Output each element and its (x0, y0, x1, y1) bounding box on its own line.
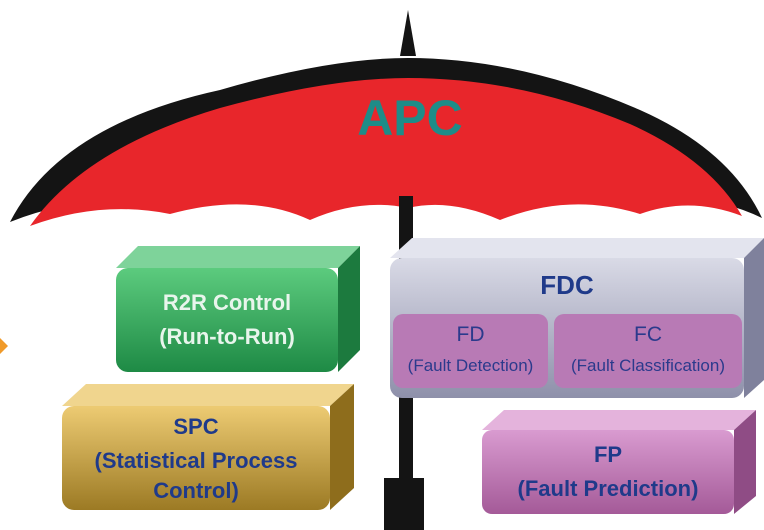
fc-box (554, 314, 742, 388)
fp-box (482, 410, 756, 514)
fp-subtitle: (Fault Prediction) (517, 476, 699, 501)
r2r-box (116, 246, 360, 372)
fd-title: FD (456, 323, 485, 346)
fc-title: FC (634, 323, 662, 346)
spc-title: SPC (173, 414, 219, 439)
umbrella-canopy (10, 58, 762, 226)
arrow-icon (0, 338, 8, 354)
r2r-title: R2R Control (162, 290, 292, 315)
umbrella-pole-base (384, 478, 424, 530)
fc-subtitle: (Fault Classification) (571, 356, 725, 375)
fd-subtitle: (Fault Detection) (407, 356, 534, 375)
umbrella-tip (400, 10, 416, 56)
fdc-title: FDC (540, 270, 594, 300)
spc-box (62, 384, 354, 510)
spc-line2: (Statistical Process (94, 448, 298, 473)
fp-title: FP (593, 442, 623, 467)
apc-label: APC (357, 90, 463, 146)
fd-box (393, 314, 548, 388)
r2r-subtitle: (Run-to-Run) (159, 324, 295, 349)
spc-line3: Control) (153, 478, 239, 503)
